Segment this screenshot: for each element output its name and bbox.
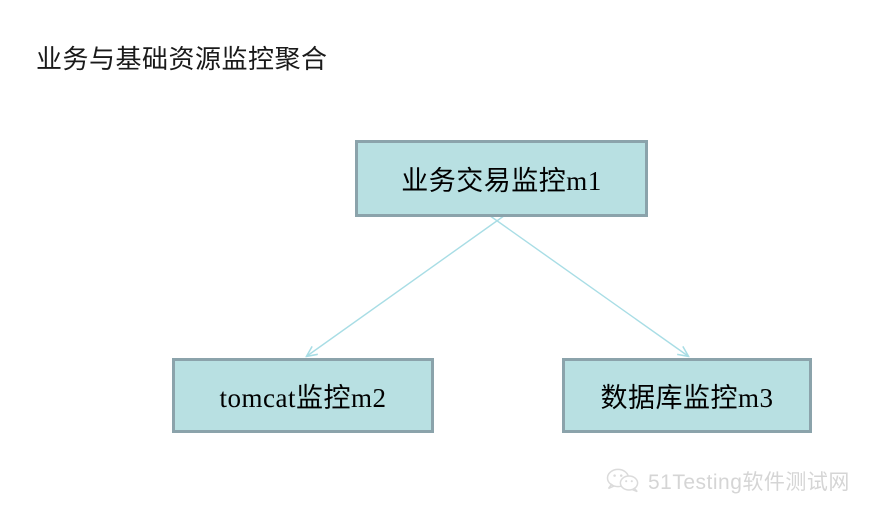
watermark: 51Testing软件测试网 <box>606 466 850 496</box>
node-label: 业务交易监控m1 <box>401 166 602 196</box>
node-label: tomcat监控m2 <box>219 383 387 413</box>
watermark-text: 51Testing软件测试网 <box>648 471 850 494</box>
wechat-icon <box>606 468 639 493</box>
edge-m1-to-m3 <box>485 212 688 356</box>
page-title: 业务与基础资源监控聚合 <box>36 45 328 74</box>
node-database-monitor-m3[interactable]: 数据库监控m3 <box>562 358 812 433</box>
node-business-transaction-monitor-m1[interactable]: 业务交易监控m1 <box>355 140 648 217</box>
node-tomcat-monitor-m2[interactable]: tomcat监控m2 <box>172 358 434 433</box>
node-label: 数据库监控m3 <box>600 383 774 413</box>
edge-m1-to-m2 <box>307 212 509 356</box>
